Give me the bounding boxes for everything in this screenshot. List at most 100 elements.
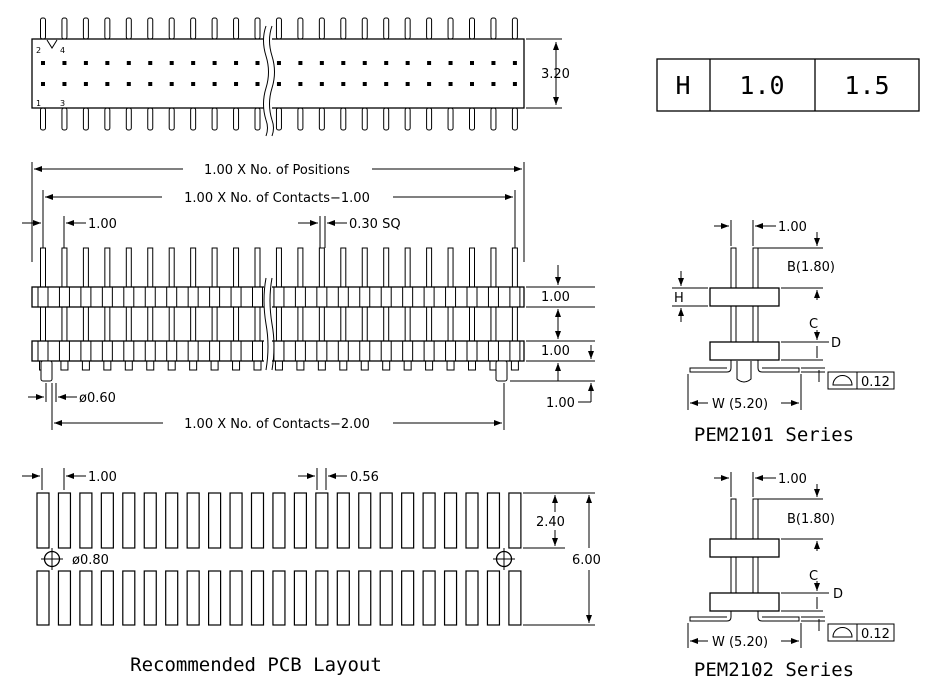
- contact-pin: [297, 306, 304, 342]
- pcb-pad: [379, 492, 393, 549]
- pcb-pad: [165, 492, 179, 549]
- mounting-hole-right: [493, 548, 515, 570]
- contact-tail: [510, 360, 519, 371]
- pcb-pad: [229, 570, 243, 626]
- lower-insulator: [31, 340, 525, 362]
- top-view-pin: [383, 107, 390, 131]
- pcb-pad: [358, 570, 372, 626]
- side-pitch-dimension: 1.00: [778, 472, 807, 487]
- pcb-pad: [143, 570, 157, 626]
- pin-number-label: 2: [36, 46, 41, 55]
- contact-tail: [468, 360, 476, 371]
- top-view-pin: [233, 107, 240, 131]
- pcb-pad: [272, 570, 286, 626]
- top-view-pin: [147, 107, 154, 131]
- contact-dot: [298, 82, 303, 86]
- contact-dot: [384, 82, 389, 86]
- w-dimension: W (5.20): [712, 635, 768, 650]
- pcb-pad: [315, 492, 329, 549]
- contact-tail: [425, 360, 434, 371]
- pin-number-label: 3: [60, 99, 65, 108]
- contact-pin: [147, 247, 154, 288]
- contact-dot: [491, 61, 496, 65]
- pcb-layout: ø0.80 1.00 0.56 2.40 6.00 Recommended PC…: [22, 468, 601, 676]
- front-view-break-line: [269, 277, 275, 371]
- top-view-pin: [318, 17, 325, 40]
- pcb-pad: [336, 492, 350, 549]
- contact-tail: [339, 360, 348, 371]
- contact-tail: [253, 360, 262, 371]
- table-cell: 1.5: [844, 71, 889, 100]
- contact-pin: [211, 247, 218, 288]
- contact-dot: [405, 61, 410, 65]
- contact-pin: [190, 247, 197, 288]
- contact-pin: [318, 306, 325, 342]
- square-post-dimension: 0.30 SQ: [349, 217, 401, 232]
- contact-pin: [61, 247, 68, 288]
- contact-dot: [212, 82, 217, 86]
- contact-pin: [447, 306, 454, 342]
- top-view-break-line: [263, 25, 269, 137]
- front-view: 1.00 X No. of Positions 1.00 X No. of Co…: [22, 162, 595, 432]
- top-view-pin: [511, 107, 518, 131]
- contact-dot: [405, 82, 410, 86]
- locating-post: [495, 360, 508, 382]
- contact-pin: [511, 306, 518, 342]
- contact-pin: [383, 247, 390, 288]
- pcb-pad: [57, 492, 72, 549]
- top-view-pin: [447, 17, 454, 40]
- top-view-pin: [168, 107, 175, 131]
- contact-dot: [105, 61, 110, 65]
- contact-dot: [41, 61, 45, 65]
- top-view-pin: [168, 17, 175, 40]
- pcb-pad: [208, 492, 222, 549]
- contact-dot: [362, 61, 367, 65]
- top-view-pin: [383, 17, 390, 40]
- contact-pin: [104, 247, 111, 288]
- contact-dot: [41, 82, 45, 86]
- top-view-pin: [275, 17, 282, 40]
- contact-dot: [169, 61, 174, 65]
- top-view-pin: [82, 107, 89, 131]
- pcb-pad: [57, 570, 72, 626]
- insulator-thickness-dimension: 1.00: [541, 290, 570, 305]
- contact-tail: [382, 360, 391, 371]
- contact-tail: [446, 360, 455, 371]
- contact-tail: [124, 360, 133, 371]
- contact-tail: [232, 360, 241, 371]
- contact-pin: [82, 247, 89, 288]
- contact-pin: [254, 247, 261, 288]
- top-view-pin: [361, 107, 368, 131]
- contact-tail: [274, 360, 283, 371]
- contact-dot: [126, 82, 131, 86]
- top-view-pin: [511, 17, 518, 40]
- insulator-thickness-dimension: 1.00: [541, 344, 570, 359]
- contact-dot: [169, 82, 174, 86]
- top-view-pin: [254, 17, 261, 40]
- contact-pin: [190, 306, 197, 342]
- top-view-pin: [297, 17, 304, 40]
- contact-dot: [126, 61, 131, 65]
- total-length-dimension: 6.00: [572, 553, 601, 568]
- pcb-pad: [250, 492, 265, 549]
- contact-pin: [361, 247, 368, 288]
- contact-dot: [234, 61, 239, 65]
- post-height-dimension: 1.00: [546, 396, 575, 411]
- contact-pin: [297, 247, 304, 288]
- pcb-pad: [122, 570, 136, 626]
- side-insulator: [709, 287, 780, 307]
- pcb-pad: [208, 570, 222, 626]
- contact-pin: [447, 247, 454, 288]
- w-dimension: W (5.20): [712, 397, 768, 412]
- contact-pin: [40, 306, 46, 342]
- pcb-pad: [422, 492, 436, 549]
- pcb-pad: [122, 492, 136, 549]
- pcb-pad: [143, 492, 157, 549]
- pcb-pad: [250, 570, 265, 626]
- pcb-pad: [508, 492, 522, 549]
- contact-pin: [254, 306, 261, 342]
- contact-dot: [276, 61, 281, 65]
- contact-dot: [512, 61, 517, 65]
- c-label: C: [809, 317, 818, 332]
- series-title: PEM2102 Series: [694, 659, 854, 681]
